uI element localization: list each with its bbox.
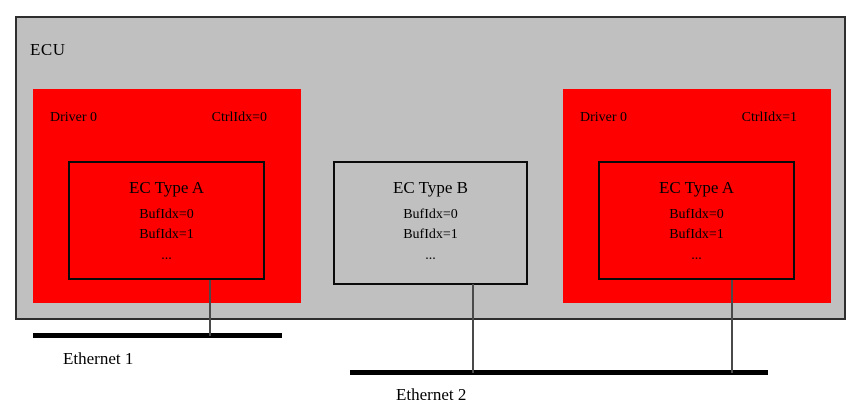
controller-1-ellipsis: ... — [691, 248, 702, 263]
ecu-label: ECU — [30, 40, 66, 59]
driver-box-0: Driver 0 CtrlIdx=0 EC Type A BufIdx=0 Bu… — [33, 89, 301, 303]
driver-1-label: Driver 0 — [580, 110, 628, 125]
ethernet1-label: Ethernet 1 — [63, 349, 134, 368]
controller-b-title: EC Type B — [393, 178, 468, 197]
driver-box-1: Driver 0 CtrlIdx=1 EC Type A BufIdx=0 Bu… — [563, 89, 831, 303]
controller-1-bufidx-1: BufIdx=1 — [669, 227, 724, 242]
controller-0-bufidx-1: BufIdx=1 — [139, 227, 194, 242]
driver-1-ctrlidx: CtrlIdx=1 — [741, 110, 797, 125]
connector-controllerB-to-ethernet2 — [472, 284, 474, 373]
controller-1-bufidx-0: BufIdx=0 — [669, 207, 724, 222]
controller-0-ellipsis: ... — [161, 248, 172, 263]
driver-0-label: Driver 0 — [50, 110, 98, 125]
ethernet2-bus-line — [350, 370, 768, 375]
controller-0-title: EC Type A — [129, 178, 204, 197]
controller-b-bufidx-1: BufIdx=1 — [403, 227, 458, 242]
ethernet2-label: Ethernet 2 — [396, 385, 467, 404]
controller-box-ec-type-b: EC Type B BufIdx=0 BufIdx=1 ... — [333, 161, 528, 285]
controller-1-title: EC Type A — [659, 178, 734, 197]
controller-b-ellipsis: ... — [425, 248, 436, 263]
driver-1-header: Driver 0 CtrlIdx=1 — [563, 89, 831, 126]
controller-box-ec-type-a-1: EC Type A BufIdx=0 BufIdx=1 ... — [598, 161, 795, 280]
controller-1-buffers: BufIdx=0 BufIdx=1 — [669, 205, 724, 245]
ethernet1-bus-line — [33, 333, 282, 338]
controller-0-bufidx-0: BufIdx=0 — [139, 207, 194, 222]
controller-0-buffers: BufIdx=0 BufIdx=1 — [139, 205, 194, 245]
controller-b-bufidx-0: BufIdx=0 — [403, 207, 458, 222]
controller-b-buffers: BufIdx=0 BufIdx=1 — [403, 205, 458, 245]
connector-controller0-to-ethernet1 — [209, 280, 211, 336]
driver-0-header: Driver 0 CtrlIdx=0 — [33, 89, 301, 126]
controller-box-ec-type-a-0: EC Type A BufIdx=0 BufIdx=1 ... — [68, 161, 265, 280]
driver-0-ctrlidx: CtrlIdx=0 — [211, 110, 267, 125]
connector-controller1-to-ethernet2 — [731, 280, 733, 373]
